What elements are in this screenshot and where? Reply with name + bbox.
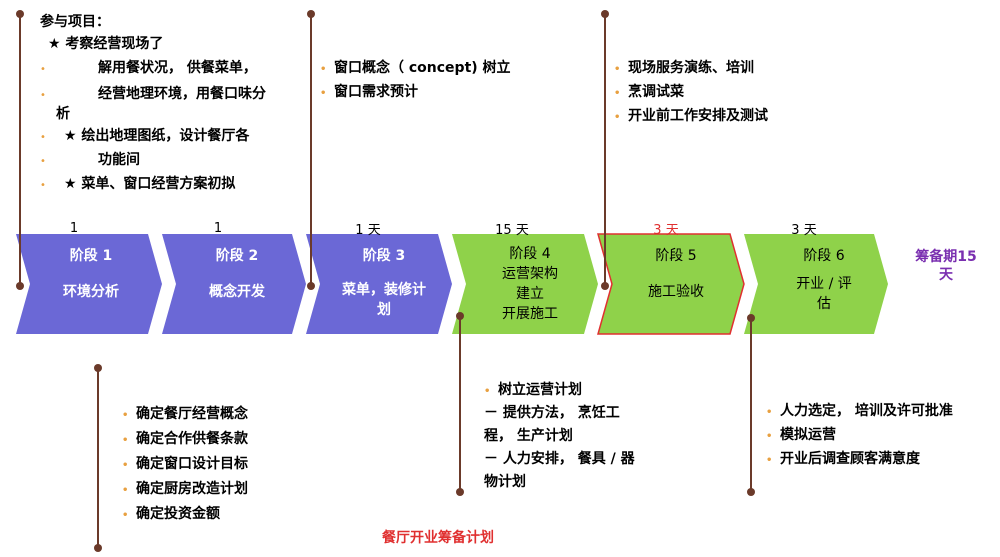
stage-5-chevron — [597, 233, 745, 335]
stage-6-duration: 3 天 — [791, 223, 817, 238]
stage-3-label: 阶段 3 菜单，装修计 划 — [322, 246, 446, 320]
connector-line-1 — [19, 14, 21, 286]
connector-line-6 — [750, 318, 752, 492]
stage-4-desc-2: 建立 — [516, 286, 544, 302]
note5-item-1: •现场服务演练、培训 — [614, 60, 754, 76]
note4-line3: － 人力安排， 餐具 / 器 — [484, 451, 635, 467]
connector-line-5 — [604, 14, 606, 286]
connector-dot-4-top — [456, 312, 464, 320]
stage-2-label: 阶段 2 概念开发 — [180, 246, 294, 302]
note3-item-1: •窗口概念（ concept) 树立 — [320, 60, 511, 76]
stage-3-chevron — [306, 234, 452, 334]
connector-dot-2-bottom — [94, 544, 102, 552]
note1-star2: ★ 绘出地理图纸，设计餐厅各 — [64, 128, 250, 144]
stage-4-chevron — [452, 234, 598, 334]
connector-dot-1-bottom — [16, 282, 24, 290]
note2-item-4: •确定厨房改造计划 — [122, 481, 248, 497]
connector-dot-3-bottom — [307, 282, 315, 290]
connector-line-3 — [310, 14, 312, 286]
stage-1-label: 阶段 1 环境分析 — [34, 246, 148, 302]
stage-4-label: 阶段 4 运营架构 建立 开展施工 — [470, 244, 590, 324]
stage-1-chevron — [16, 234, 162, 334]
note1-star1: ★ 考察经营现场了 — [48, 36, 164, 52]
stage-5-label: 阶段 5 施工验收 — [616, 246, 736, 302]
connector-line-4 — [459, 316, 461, 492]
connector-dot-5-bottom — [601, 282, 609, 290]
stage-2-name: 阶段 2 — [215, 248, 259, 264]
note1-heading: 参与项目： — [40, 14, 110, 30]
stage-4-duration: 15 天 — [495, 223, 529, 238]
stage-6-desc-1: 开业 / 评 — [796, 276, 852, 292]
connector-dot-5-top — [601, 10, 609, 18]
total-period: 筹备期15 天 — [906, 248, 986, 284]
note4-line2: 程， 生产计划 — [484, 428, 573, 444]
stage-5-name: 阶段 5 — [655, 248, 697, 264]
note2-item-3: •确定窗口设计目标 — [122, 456, 248, 472]
stage-5-duration: 3 天 — [653, 223, 679, 238]
note1-star3: ★ 菜单、窗口经营方案初拟 — [64, 176, 236, 192]
note1-line1: 解用餐状况， 供餐菜单， — [98, 60, 257, 76]
connector-dot-6-bottom — [747, 488, 755, 496]
stage-6-desc-2: 估 — [817, 296, 831, 312]
connector-dot-1-top — [16, 10, 24, 18]
note2-item-1: •确定餐厅经营概念 — [122, 406, 248, 422]
note1-line3: 析 — [56, 106, 70, 122]
connector-dot-3-top — [307, 10, 315, 18]
stage-1-duration: 1 — [69, 221, 79, 236]
note1-bullet-b: • — [40, 90, 46, 101]
note1-bullet-c: • — [40, 132, 46, 143]
stage-3-duration: 1 天 — [355, 223, 381, 238]
stage-2-duration: 1 — [213, 221, 223, 236]
note1-bullet-d: • — [40, 156, 46, 167]
diagram-title: 餐厅开业筹备计划 — [382, 530, 494, 546]
stage-4-desc-1: 运营架构 — [502, 266, 558, 282]
note4-line1: － 提供方法， 烹饪工 — [484, 405, 620, 421]
note2-item-5: •确定投资金额 — [122, 506, 220, 522]
connector-dot-2-top — [94, 364, 102, 372]
note4-head: •树立运营计划 — [484, 382, 582, 398]
stage-4-name: 阶段 4 — [509, 246, 551, 262]
note6-item-1: •人力选定， 培训及许可批准 — [766, 403, 953, 419]
stage-5-desc: 施工验收 — [648, 284, 704, 300]
note6-item-2: •模拟运营 — [766, 427, 836, 443]
note1-bullet-e: • — [40, 180, 46, 191]
stage-2-chevron — [162, 234, 306, 334]
stage-6-name: 阶段 6 — [803, 248, 845, 264]
stage-2-desc: 概念开发 — [209, 284, 265, 300]
total-period-line1: 筹备期15 — [915, 249, 977, 265]
stage-1-name: 阶段 1 — [69, 248, 113, 264]
stage-3-desc-1: 菜单，装修计 — [342, 282, 426, 298]
total-period-line2: 天 — [939, 267, 953, 283]
note1-line2: 经营地理环境，用餐口味分 — [98, 86, 266, 102]
note1-star2b: 功能间 — [98, 152, 140, 168]
note2-item-2: •确定合作供餐条款 — [122, 431, 248, 447]
stage-6-label: 阶段 6 开业 / 评 估 — [764, 246, 884, 314]
stage-4-desc-3: 开展施工 — [502, 306, 558, 322]
note6-item-3: •开业后调查顾客满意度 — [766, 451, 920, 467]
note5-item-2: •烹调试菜 — [614, 84, 684, 100]
note5-item-3: •开业前工作安排及测试 — [614, 108, 768, 124]
stage-1-desc: 环境分析 — [63, 284, 119, 300]
stage-3-name: 阶段 3 — [362, 248, 406, 264]
connector-dot-4-bottom — [456, 488, 464, 496]
connector-line-2 — [97, 368, 99, 548]
connector-dot-6-top — [747, 314, 755, 322]
note1-bullet-a: • — [40, 64, 46, 75]
note4-line4: 物计划 — [484, 474, 526, 490]
note3-item-2: •窗口需求预计 — [320, 84, 418, 100]
stage-3-desc-2: 划 — [377, 302, 391, 318]
stage-6-chevron — [744, 234, 888, 334]
